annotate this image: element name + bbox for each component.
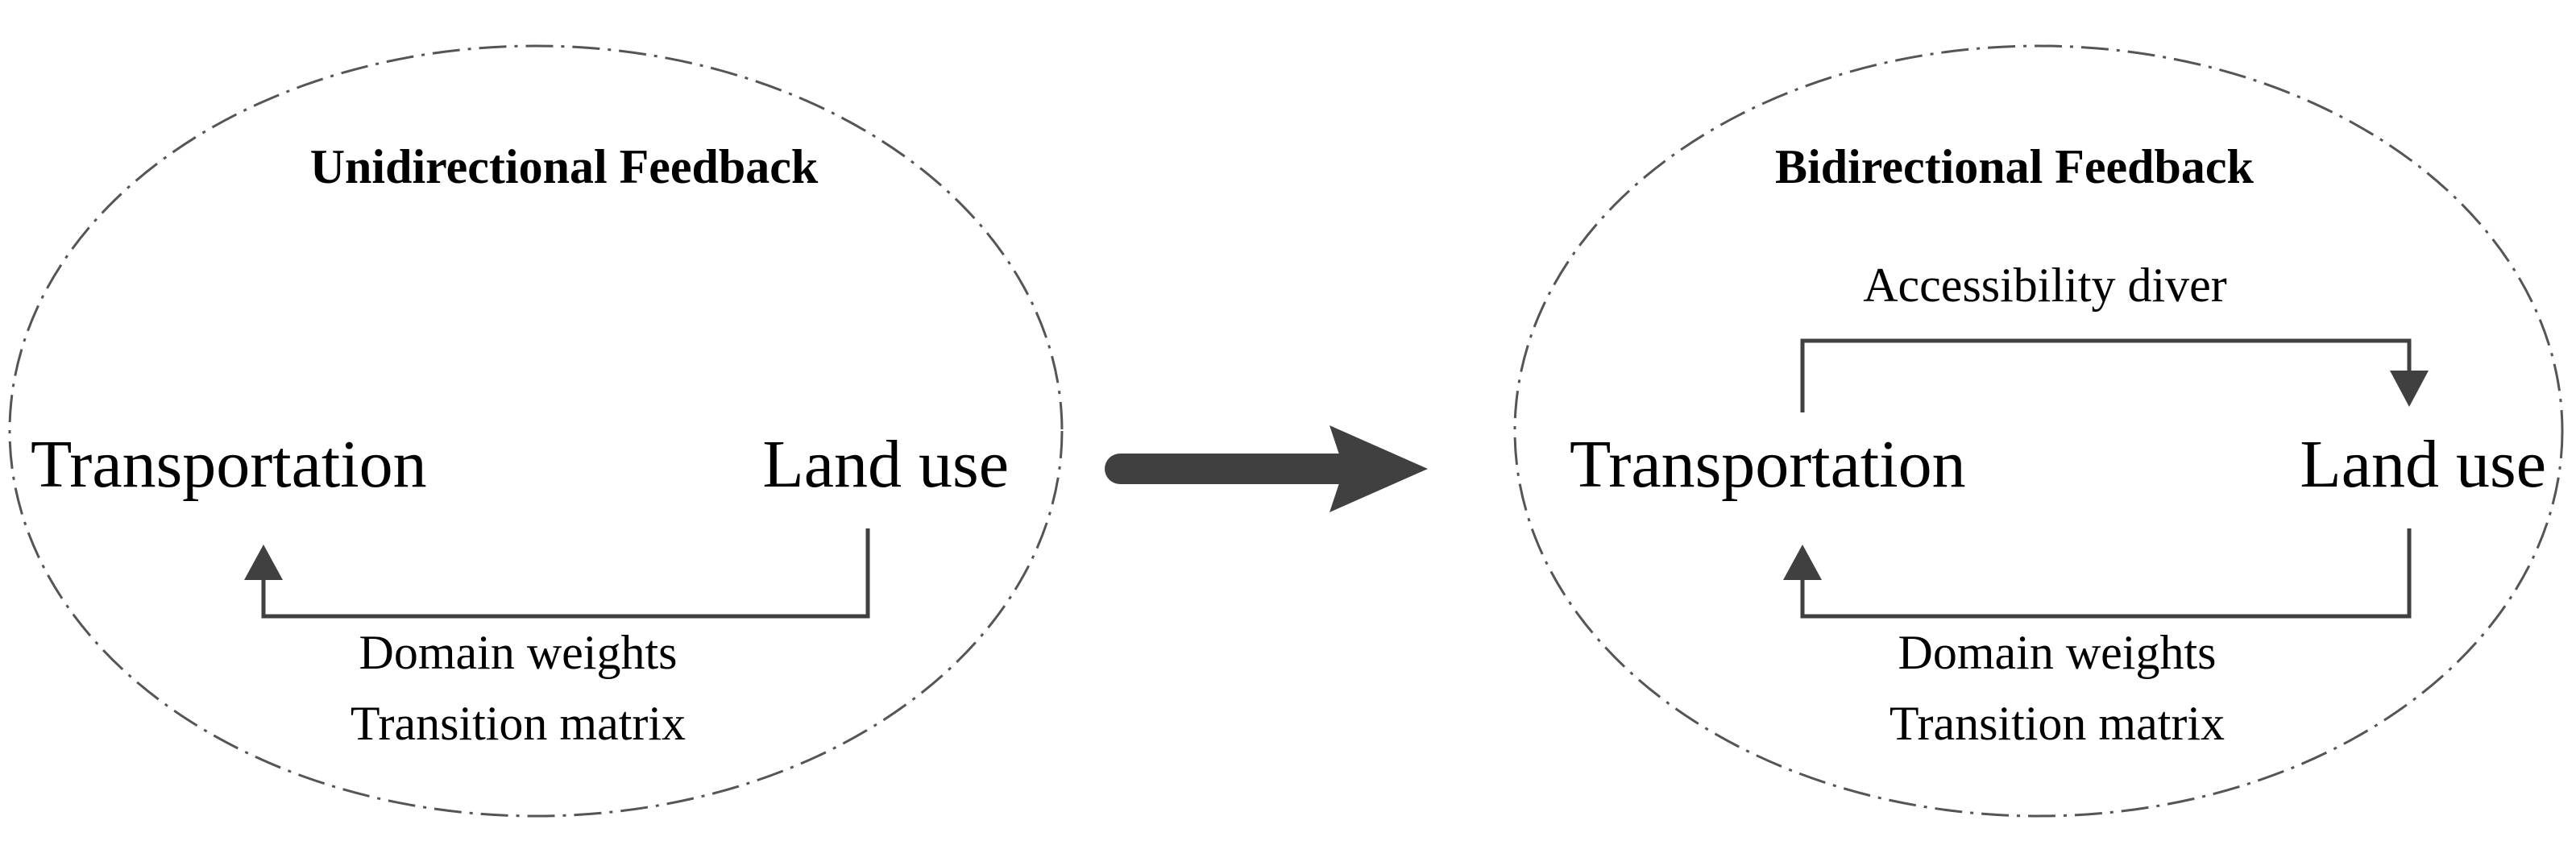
- unidirectional-panel: Unidirectional Feedback Transportation L…: [8, 44, 1064, 818]
- left-land-use-node: Land use: [762, 427, 1009, 502]
- bidirectional-ellipse: [1513, 44, 2564, 818]
- right-land-use-to-transportation-arrow: [1800, 528, 2412, 619]
- accessibility-driver-label: Accessibility diver: [1863, 259, 2227, 312]
- right-domain-weights-label: Domain weights: [1898, 626, 2217, 679]
- right-arrowhead-up-icon: [1783, 545, 1822, 580]
- big-right-arrow-icon: [1105, 425, 1428, 512]
- right-land-use-node: Land use: [2300, 427, 2546, 502]
- right-transportation-node: Transportation: [1570, 427, 1966, 502]
- land-use-to-transportation-arrow: [261, 528, 870, 619]
- unidirectional-title: Unidirectional Feedback: [310, 140, 819, 193]
- bidirectional-title: Bidirectional Feedback: [1775, 140, 2255, 193]
- right-transition-matrix-label: Transition matrix: [1889, 697, 2225, 750]
- transportation-to-land-use-arrow: [1800, 338, 2412, 412]
- left-transition-matrix-label: Transition matrix: [351, 697, 686, 750]
- bidirectional-panel: Bidirectional Feedback Accessibility div…: [1513, 44, 2564, 818]
- left-transportation-node: Transportation: [31, 427, 427, 502]
- right-arrowhead-down-icon: [2390, 371, 2429, 407]
- unidirectional-ellipse: [8, 44, 1064, 818]
- left-domain-weights-label: Domain weights: [359, 626, 678, 679]
- left-arrowhead-up-icon: [244, 545, 283, 580]
